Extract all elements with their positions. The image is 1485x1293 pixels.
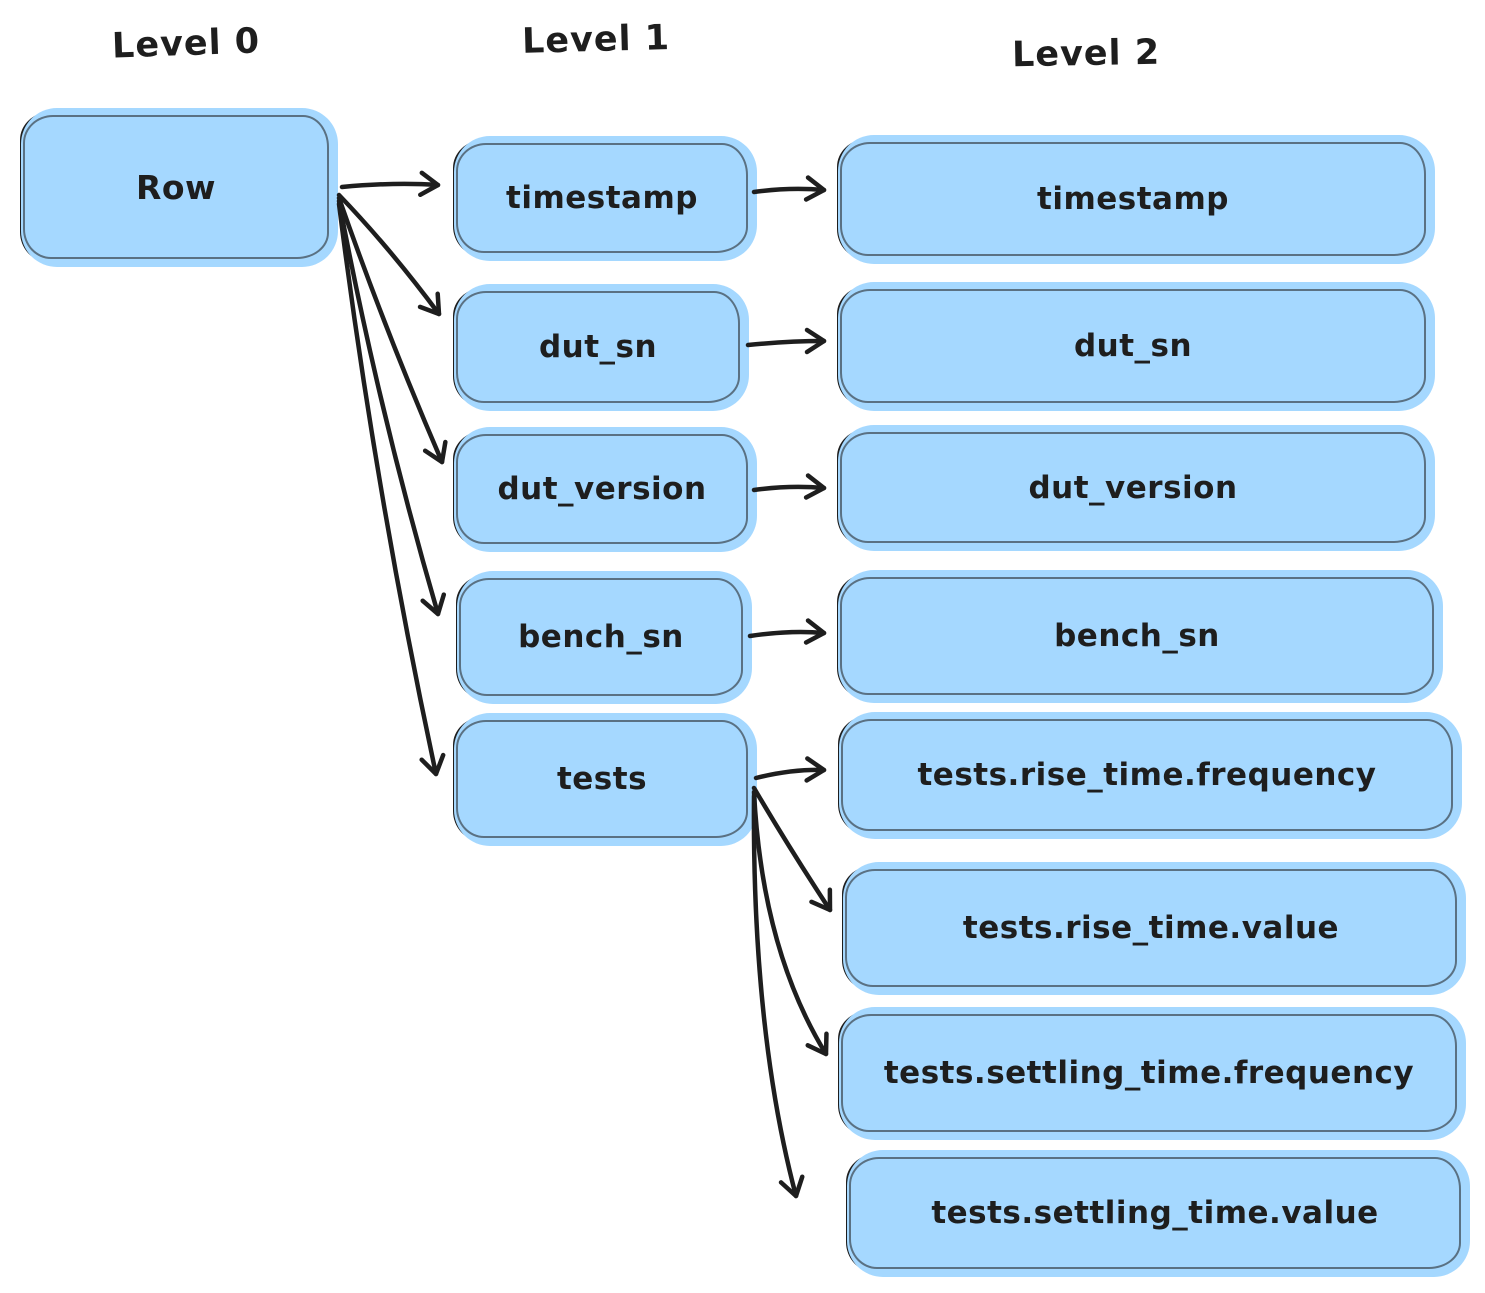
edge-bench-sn-to-l2 xyxy=(747,618,827,645)
node-l2-settling-time-value-label: tests.settling_time.value xyxy=(931,1195,1379,1231)
edge-dut-version-to-l2 xyxy=(751,473,827,500)
node-dut-sn: dut_sn xyxy=(453,284,749,411)
node-dut-version: dut_version xyxy=(453,427,757,552)
node-timestamp-label: timestamp xyxy=(506,180,698,216)
node-l2-settling-time-frequency-label: tests.settling_time.frequency xyxy=(883,1055,1415,1091)
node-dut-sn-label: dut_sn xyxy=(538,329,658,365)
node-timestamp: timestamp xyxy=(453,136,757,261)
node-l2-rise-time-value: tests.rise_time.value xyxy=(842,862,1466,995)
column-header-level-2: Level 2 xyxy=(1011,32,1161,76)
edge-tests-to-settling-frequency xyxy=(751,789,829,1057)
node-row: Row xyxy=(20,108,338,267)
edge-tests-to-rise-value xyxy=(751,785,833,913)
node-bench-sn: bench_sn xyxy=(456,571,752,704)
node-l2-settling-time-frequency: tests.settling_time.frequency xyxy=(838,1007,1466,1140)
edge-timestamp-to-l2 xyxy=(751,175,827,202)
node-l2-bench-sn: bench_sn xyxy=(837,570,1443,703)
edge-row-to-timestamp xyxy=(339,170,441,198)
node-l2-rise-time-value-label: tests.rise_time.value xyxy=(962,910,1340,946)
node-l2-timestamp: timestamp xyxy=(837,135,1435,264)
node-row-label: Row xyxy=(135,167,217,207)
node-l2-dut-sn: dut_sn xyxy=(837,282,1435,411)
edge-tests-to-settling-value xyxy=(751,793,805,1199)
node-l2-rise-time-frequency-label: tests.rise_time.frequency xyxy=(917,757,1377,793)
node-l2-dut-version-label: dut_version xyxy=(1028,469,1238,506)
node-l2-timestamp-label: timestamp xyxy=(1037,181,1229,217)
node-bench-sn-label: bench_sn xyxy=(518,619,684,655)
edge-row-to-bench-sn xyxy=(336,198,447,617)
node-l2-dut-sn-label: dut_sn xyxy=(1073,328,1193,364)
node-l2-rise-time-frequency: tests.rise_time.frequency xyxy=(838,712,1462,839)
node-l2-dut-version: dut_version xyxy=(837,425,1435,551)
edge-row-to-dut-version xyxy=(336,195,448,465)
edge-dut-sn-to-l2 xyxy=(745,327,827,355)
node-tests: tests xyxy=(453,713,757,846)
column-header-level-1: Level 1 xyxy=(521,18,671,62)
node-l2-settling-time-value: tests.settling_time.value xyxy=(846,1150,1470,1277)
node-l2-bench-sn-label: bench_sn xyxy=(1054,618,1220,654)
edge-tests-to-rise-frequency xyxy=(753,756,827,783)
node-tests-label: tests xyxy=(556,761,648,797)
edge-row-to-tests xyxy=(336,201,446,777)
node-dut-version-label: dut_version xyxy=(497,471,707,507)
column-header-level-0: Level 0 xyxy=(111,21,261,67)
edge-row-to-dut-sn xyxy=(336,192,442,317)
